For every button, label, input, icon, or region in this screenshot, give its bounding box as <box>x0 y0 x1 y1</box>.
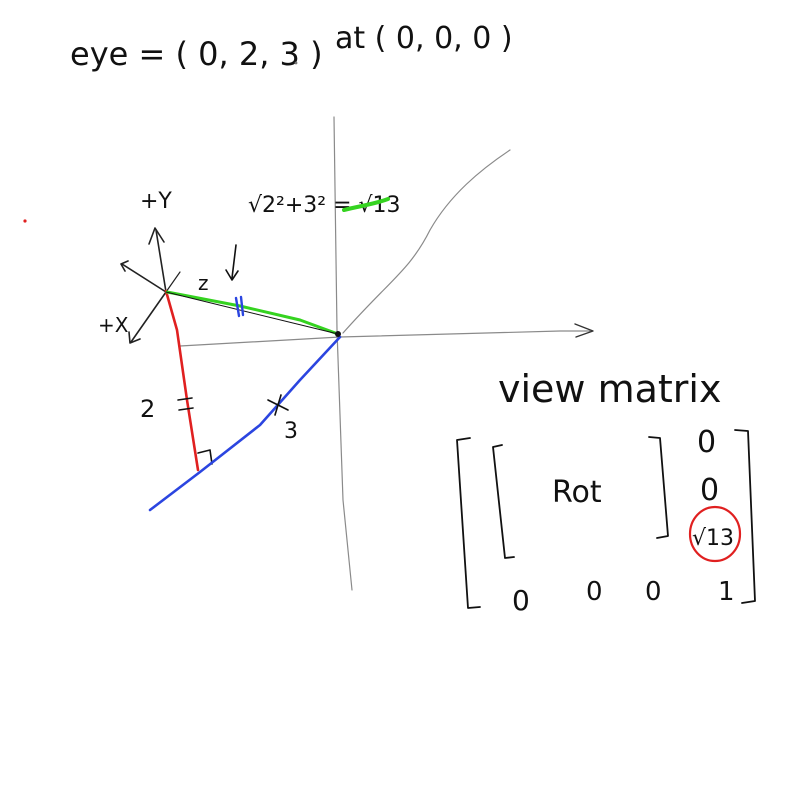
blue-tick-mark <box>267 394 289 416</box>
y-axis-label: +Y <box>140 189 172 214</box>
green-tick-mark <box>234 295 245 318</box>
blue-segment <box>148 335 342 512</box>
translation-z: √13 <box>692 526 734 551</box>
at-label: at ( 0, 0, 0 ) <box>335 21 513 56</box>
stray-red-dot <box>23 219 27 223</box>
right-angle-mark <box>197 449 213 465</box>
green-segment <box>165 290 340 336</box>
camera-left-arrowhead <box>120 260 129 272</box>
origin-point <box>335 331 341 337</box>
side-three-label: 3 <box>284 419 298 444</box>
z-pointer-arrowhead <box>225 269 239 281</box>
sqrt13-highlight <box>342 197 390 212</box>
translation-x: 0 <box>697 425 716 460</box>
camera-x-arrowhead <box>128 331 141 344</box>
camera-left-axis <box>121 263 167 293</box>
outer-left-bracket <box>456 437 481 609</box>
outer-right-bracket <box>734 429 756 604</box>
camera-x-axis <box>130 291 167 343</box>
translation-y: 0 <box>700 473 719 508</box>
sqrt13-red-circle <box>688 505 742 563</box>
view-matrix-title: view matrix <box>498 367 721 411</box>
rot-label: Rot <box>552 475 602 510</box>
bottom-row-0: 0 <box>512 584 530 617</box>
red-equal-mark <box>177 397 194 411</box>
rot-right-bracket <box>648 436 669 539</box>
z-label: z <box>198 271 209 295</box>
side-two-label: 2 <box>140 395 155 423</box>
red-segment <box>164 289 200 472</box>
bottom-row-3: 1 <box>718 577 735 607</box>
horizontal-axis-arrowhead <box>574 323 594 338</box>
vertical-axis <box>333 116 353 591</box>
camera-y-arrowhead <box>148 227 165 245</box>
eye-label: eye = ( 0, 2, 3 ) <box>70 35 323 73</box>
green-segment-core <box>165 291 339 335</box>
x-axis-label: +X <box>98 313 129 337</box>
rot-left-bracket <box>492 444 515 559</box>
horizontal-axis <box>179 330 591 347</box>
length-formula: √2²+3² = √13 <box>248 193 401 218</box>
camera-y-axis <box>155 229 167 293</box>
z-pointer-arrow <box>231 244 237 279</box>
stray-dot <box>294 61 298 65</box>
diagonal-axis <box>342 149 511 334</box>
bottom-row-1: 0 <box>586 577 603 607</box>
camera-up-tick <box>165 271 181 293</box>
bottom-row-2: 0 <box>645 577 662 607</box>
